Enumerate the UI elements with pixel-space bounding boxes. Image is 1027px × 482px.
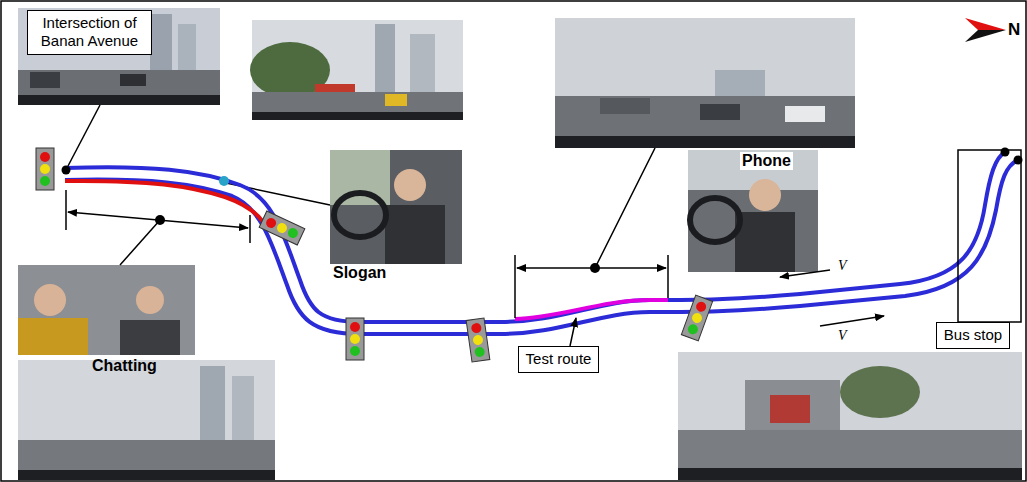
scene-label: Slogan — [333, 264, 386, 282]
traffic-light — [466, 318, 490, 362]
slogan-dot — [219, 176, 229, 186]
phone-segment — [515, 300, 668, 319]
scene-label: Phone — [740, 152, 793, 170]
road-photo — [18, 8, 220, 105]
location-box: Intersection of Banan Avenue — [27, 10, 152, 55]
callout-box: Test route — [518, 346, 599, 373]
pointer-arrow — [570, 318, 576, 346]
route-dot — [62, 166, 71, 175]
scene-label: Chatting — [92, 357, 157, 375]
route-line — [65, 160, 1018, 334]
leader-line — [68, 105, 655, 268]
leader-dot — [155, 215, 165, 225]
velocity-label: V — [836, 328, 849, 344]
direction-arrow — [820, 316, 884, 326]
leader-dot — [590, 263, 600, 273]
driver-photo — [330, 150, 462, 264]
box-text: Bus stop — [943, 326, 1003, 344]
traffic-light — [36, 148, 54, 190]
passenger-photo — [18, 265, 195, 355]
route-line — [65, 152, 1005, 322]
bus-stop-frame — [958, 150, 1021, 322]
driver-photo — [688, 150, 818, 272]
direction-arrow — [780, 270, 830, 277]
velocity-label: V — [836, 258, 849, 274]
road-photo — [250, 20, 463, 120]
traffic-light — [346, 318, 364, 360]
chatting-segment — [65, 181, 263, 222]
box-text: Test route — [525, 350, 592, 368]
compass-arrow — [965, 18, 1006, 42]
dimension-arrow — [66, 190, 668, 318]
road-photo — [555, 18, 855, 148]
traffic-light — [681, 295, 712, 341]
callout-box: Bus stop — [936, 322, 1010, 349]
traffic-light — [259, 211, 305, 245]
box-text: Intersection of Banan Avenue — [34, 14, 145, 50]
compass-label: N — [1008, 20, 1020, 40]
road-photo — [18, 360, 275, 480]
route-dot — [1001, 148, 1010, 157]
road-photo — [678, 352, 1022, 480]
